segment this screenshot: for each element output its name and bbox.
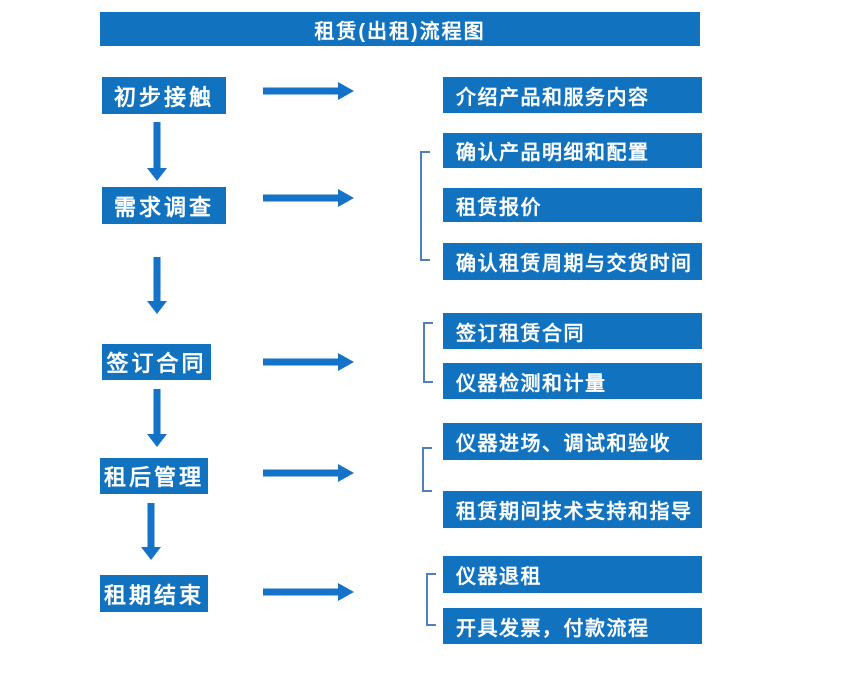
down-arrow-3 xyxy=(147,389,167,447)
step-box-initial-contact: 初步接触 xyxy=(102,77,226,114)
detail-box-invoice-payment: 开具发票，付款流程 xyxy=(443,608,702,644)
detail-box-instrument-return: 仪器退租 xyxy=(443,556,702,593)
right-arrow-initial-contact xyxy=(263,82,354,100)
detail-box-tech-support: 租赁期间技术支持和指导 xyxy=(443,491,702,528)
detail-box-rental-quote: 租赁报价 xyxy=(443,188,702,222)
right-arrow-icon xyxy=(263,82,354,100)
step-box-demand-survey: 需求调查 xyxy=(102,187,226,224)
bracket-post-rental-group xyxy=(422,447,432,492)
right-arrow-sign-contract xyxy=(263,353,354,371)
right-arrow-rental-end xyxy=(263,583,354,601)
down-arrow-icon xyxy=(147,257,167,314)
step-box-post-rental-management: 租后管理 xyxy=(100,458,208,494)
down-arrow-icon xyxy=(141,503,161,560)
right-arrow-demand-survey xyxy=(263,189,354,207)
detail-box-sign-rental-contract: 签订租赁合同 xyxy=(443,313,702,349)
bracket-rental-end-group xyxy=(426,573,436,626)
step-box-rental-end: 租期结束 xyxy=(100,575,208,612)
bracket-demand-survey-group xyxy=(420,151,430,261)
down-arrow-1 xyxy=(147,122,167,181)
right-arrow-icon xyxy=(263,464,354,482)
right-arrow-icon xyxy=(263,583,354,601)
down-arrow-icon xyxy=(147,122,167,181)
page-title: 租赁(出租)流程图 xyxy=(100,12,700,46)
detail-box-instrument-setup-acceptance: 仪器进场、调试和验收 xyxy=(443,423,702,460)
detail-box-confirm-product-config: 确认产品明细和配置 xyxy=(443,133,702,168)
step-box-sign-contract: 签订合同 xyxy=(102,344,211,380)
detail-box-confirm-period-delivery: 确认租赁周期与交货时间 xyxy=(443,243,702,280)
right-arrow-icon xyxy=(263,189,354,207)
detail-box-introduce-products: 介绍产品和服务内容 xyxy=(443,77,702,113)
right-arrow-icon xyxy=(263,353,354,371)
detail-box-instrument-testing: 仪器检测和计量 xyxy=(443,363,702,399)
down-arrow-4 xyxy=(141,503,161,560)
down-arrow-2 xyxy=(147,257,167,314)
bracket-sign-contract-group xyxy=(423,322,433,383)
down-arrow-icon xyxy=(147,389,167,447)
right-arrow-post-rental xyxy=(263,464,354,482)
